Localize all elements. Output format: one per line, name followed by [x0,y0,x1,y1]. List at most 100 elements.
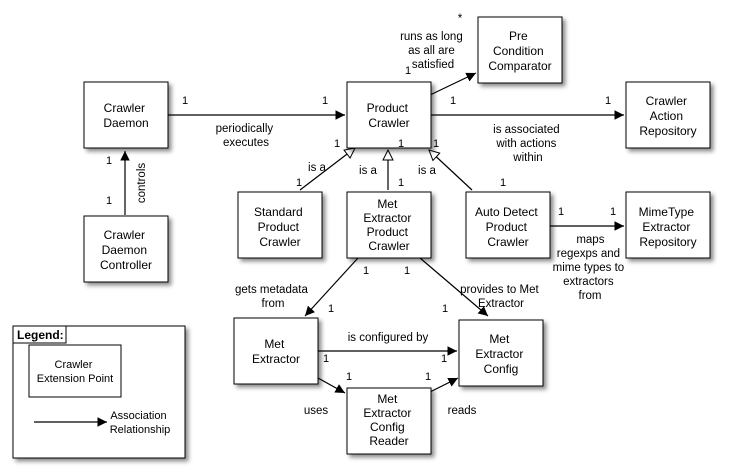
box-label-line: Crawler [368,239,409,253]
svg-text:Product Crawler: Product Crawler [367,101,412,130]
controls-label: controls [136,163,148,204]
asterisk-label: * [458,13,463,25]
box-label-line: Reader [369,434,408,448]
edge-met-pc-to-met-extractor [304,257,359,317]
box-label-line: Product [486,220,528,234]
runs-as-long-label: runs as long as all are satisfied [400,31,466,71]
is-a-label-met: is a [359,165,378,177]
multiplicity: 1 [106,195,112,207]
met-extractor-config-reader-box: Met Extractor Config Reader [346,387,432,455]
mimetype-extractor-repository-box: MimeType Extractor Repository [625,191,711,259]
legend-title-box [12,325,67,344]
multiplicity: 1 [334,138,340,150]
multiplicity: 1 [182,95,188,107]
legend: Legend: Crawler Extension Point Associat… [12,325,186,459]
edge-auto-detect-is-a [429,150,473,191]
multiplicity: 1 [322,95,328,107]
multiplicity: 1 [605,95,611,107]
box-label-line: Met [489,332,510,346]
is-configured-by-label: is configured by [348,332,429,344]
box-label-line: MimeType [639,205,695,219]
multiplicity: 1 [433,138,439,150]
box-label-line: Crawler [104,101,145,115]
crawler-action-repository-box: Crawler Action Repository [625,81,711,149]
box-label-line: Crawler [487,235,528,249]
box-label-line: Crawler [646,94,687,108]
multiplicity: 1 [442,303,448,315]
box-label-line: Config [484,362,519,376]
box-label-line: Met [264,337,285,351]
multiplicity: 1 [346,371,352,383]
box-label-line: Extractor [363,406,411,420]
periodically-executes-label: periodically executes [216,123,277,149]
edges [120,72,624,394]
box-label-line: Controller [100,258,152,272]
precondition-comparator-box: Pre Condition Comparator [477,16,563,84]
box-label-line: Crawler [368,116,409,130]
svg-text:Standard Product: Standard Product Crawler [254,205,306,249]
boxes: Crawler Daemon Product Crawler Pre Condi… [83,16,711,455]
box-label-line: Pre [509,29,528,43]
box-label-line: Extractor [363,211,411,225]
box-label-line: Repository [639,124,696,138]
legend-extension-point-label: Crawler Extension Point [37,359,113,385]
svg-text:Crawler Daemon: Crawler Daemon [103,101,148,130]
box-label-line: Product [258,220,300,234]
svg-text:MimeType Extractor: MimeType Extractor Repository [639,205,698,249]
auto-detect-product-crawler-box: Auto Detect Product Crawler [465,191,551,259]
box-label-line: Met [377,197,398,211]
box-label-line: Extractor [252,352,300,366]
svg-text:Met Extractor: Met Extractor Config Reader [363,392,414,448]
svg-text:Crawler Action: Crawler Action Repository [639,94,696,138]
uses-label: uses [304,405,329,417]
svg-text:Met Extractor: Met Extractor Config [475,332,526,376]
product-crawler-box: Product Crawler [346,81,432,149]
multiplicity: 1 [405,65,411,77]
legend-extension-point-box [28,344,122,398]
multiplicity: 1 [363,265,369,277]
standard-product-crawler-box: Standard Product Crawler [237,191,323,259]
multiplicity: 1 [398,177,404,189]
box-label-line: Condition [493,44,544,58]
box-label-line: Auto Detect [475,205,538,219]
edge-standard-is-a [299,148,355,191]
multiplicity: 1 [441,353,447,365]
box-label-line: Standard [254,205,303,219]
svg-text:Crawler Daemon: Crawler Daemon Controller [100,228,152,272]
edge-labels: * runs as long as all are satisfied peri… [136,13,628,417]
multiplicity: 1 [500,177,506,189]
multiplicity: 1 [610,206,616,218]
provides-to-label: provides to Met Extractor [460,284,542,310]
associated-actions-label: is associated with actions within [493,124,563,164]
edge-met-pc-to-config [419,257,489,317]
multiplicity: 1 [296,177,302,189]
multiplicity: 1 [328,303,334,315]
multiplicity: 1 [558,206,564,218]
is-a-label-auto: is a [418,165,437,177]
crawler-daemon-box: Crawler Daemon [83,81,169,149]
box-label-line: Comparator [488,59,551,73]
box-label-line: Extractor [642,220,690,234]
box-label-line: Product [367,101,409,115]
box-label-line: Crawler [104,228,145,242]
multiplicity: 1 [425,371,431,383]
legend-association-label: Association Relationship [110,410,171,436]
maps-regexps-label: maps regexps and mime types to extractor… [553,234,628,302]
multiplicity: 1 [323,353,329,365]
multiplicity: 1 [450,95,456,107]
box-label-line: Config [370,420,405,434]
edge-product-crawler-to-precondition [429,72,477,96]
box-label-line: Repository [639,235,696,249]
box-label-line: Daemon [103,116,148,130]
multiplicity: 1 [404,265,410,277]
multiplicity: 1 [398,138,404,150]
is-a-label-standard: is a [308,162,327,174]
box-label-line: Product [367,225,409,239]
box-label-line: Extractor [475,347,523,361]
box-label-line: Crawler [259,235,300,249]
box-label-line: Met [377,392,398,406]
reads-label: reads [448,405,477,417]
edge-met-extractor-to-reader [317,377,346,394]
edge-reader-to-config [429,377,459,393]
svg-text:Auto Detect Product: Auto Detect Product Crawler [475,205,541,249]
